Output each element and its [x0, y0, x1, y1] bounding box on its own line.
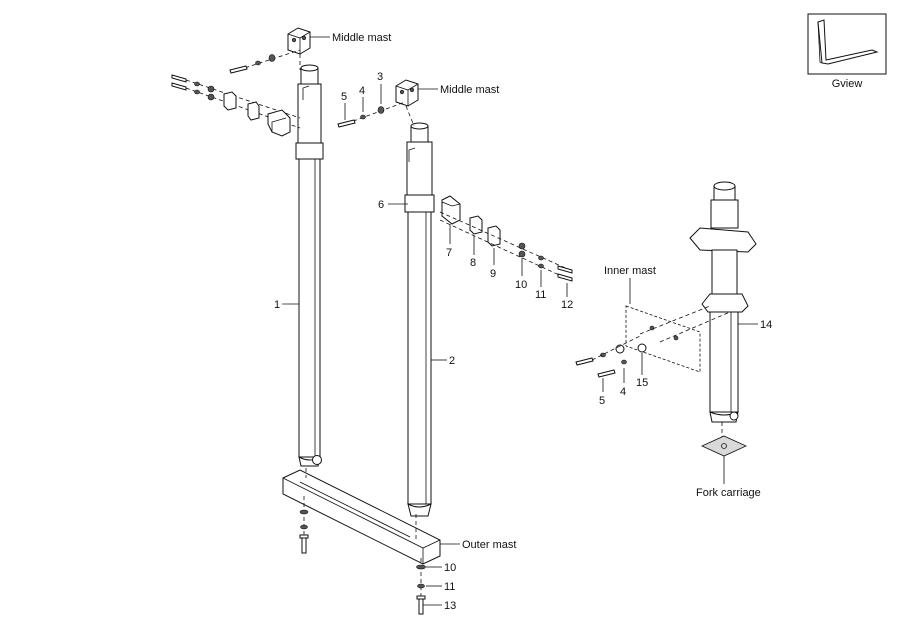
part-number-5: 5: [341, 91, 347, 103]
outer-mast-base: [282, 468, 441, 565]
part-number-3: 3: [377, 71, 383, 83]
gview-inset: Gview: [807, 13, 887, 90]
part-number-8: 8: [470, 257, 476, 269]
part-number-5-inner: 5: [599, 395, 605, 407]
lift-cylinder-14: [689, 181, 757, 440]
fork-icon: [817, 19, 879, 65]
part-number-10-base: 10: [444, 562, 456, 574]
part-number-11: 11: [535, 289, 546, 301]
bolt-set-inner: [575, 335, 647, 378]
bolt-set-far-left: [171, 74, 301, 137]
bracket-set-right: [439, 195, 573, 282]
gview-label: Gview: [832, 78, 863, 90]
label-middle-mast-right: Middle mast: [440, 84, 499, 96]
hardware-stack-right: [416, 558, 426, 615]
part-number-15: 15: [636, 377, 648, 389]
part-number-9: 9: [490, 268, 496, 280]
part-number-11-base: 11: [444, 581, 455, 593]
label-inner-mast: Inner mast: [604, 265, 656, 277]
label-fork-carriage: Fork carriage: [696, 487, 761, 499]
part-number-10: 10: [515, 279, 527, 291]
leader-lines: [282, 36, 758, 606]
label-middle-mast-top: Middle mast: [332, 32, 391, 44]
part-number-1: 1: [274, 299, 280, 311]
part-number-4-inner: 4: [620, 386, 626, 398]
gview-frame: [807, 13, 887, 75]
part-number-7: 7: [446, 247, 452, 259]
middle-mast-bracket-top: [287, 27, 311, 70]
lift-cylinder-1: [295, 64, 324, 467]
bolt-set-top-left: [229, 49, 301, 74]
bolt-set-top-middle: [337, 101, 406, 128]
part-number-4: 4: [359, 85, 365, 97]
inner-mast-plate: [625, 305, 731, 373]
part-number-13: 13: [444, 600, 456, 612]
middle-mast-bracket-right: [395, 79, 419, 127]
part-number-2: 2: [449, 355, 455, 367]
part-number-6: 6: [378, 199, 384, 211]
part-number-14: 14: [760, 319, 772, 331]
lift-cylinder-2: [404, 122, 435, 517]
label-outer-mast: Outer mast: [462, 539, 516, 551]
callout-labels: Middle mast Middle mast Inner mast Outer…: [274, 32, 772, 612]
fork-carriage-pad: [701, 435, 747, 457]
hardware-stack-left: [299, 496, 309, 554]
part-number-12: 12: [561, 299, 573, 311]
